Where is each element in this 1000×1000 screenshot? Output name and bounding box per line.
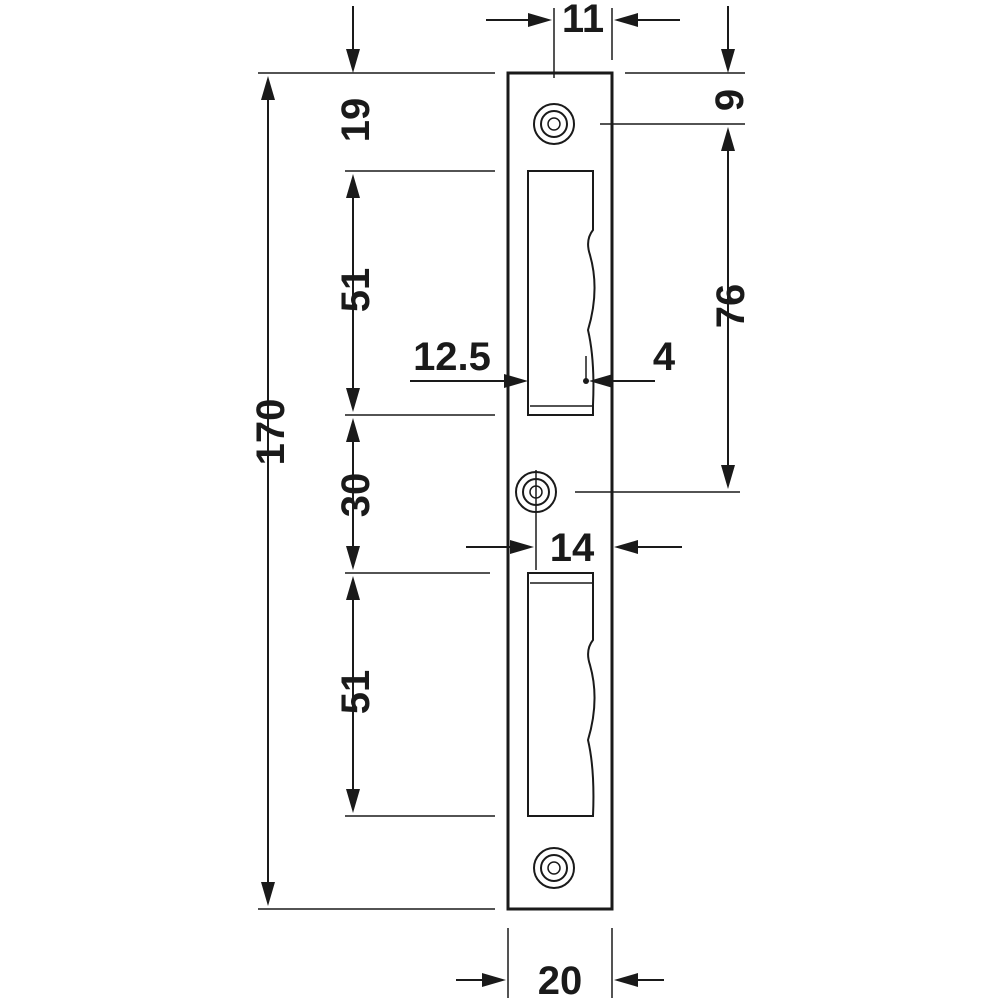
dim-label-12-5: 12.5 xyxy=(413,335,491,379)
strike-plate xyxy=(506,71,614,911)
dim-label-20: 20 xyxy=(538,959,583,1000)
bottom-screw-hole xyxy=(533,847,575,889)
lower-latch-opening xyxy=(527,572,596,817)
dim-label-30: 30 xyxy=(334,473,378,518)
upper-latch-opening xyxy=(527,170,596,416)
dim-label-4: 4 xyxy=(653,335,676,379)
dim-label-14: 14 xyxy=(550,526,595,570)
extension-lines xyxy=(258,8,745,998)
top-screw-hole xyxy=(533,103,575,145)
dimension-lines xyxy=(261,6,735,987)
dim-label-51-upper: 51 xyxy=(334,268,378,313)
dim-label-76: 76 xyxy=(709,284,753,329)
dim-label-19: 19 xyxy=(334,98,378,143)
dim-label-9: 9 xyxy=(708,89,752,111)
dim-label-11: 11 xyxy=(562,0,604,41)
dim-label-51-lower: 51 xyxy=(334,670,378,715)
plate-outline xyxy=(506,71,614,911)
dim-label-170: 170 xyxy=(249,399,293,466)
dimension-labels: 170 19 51 30 51 9 76 11 12.5 4 14 20 xyxy=(249,0,753,1000)
